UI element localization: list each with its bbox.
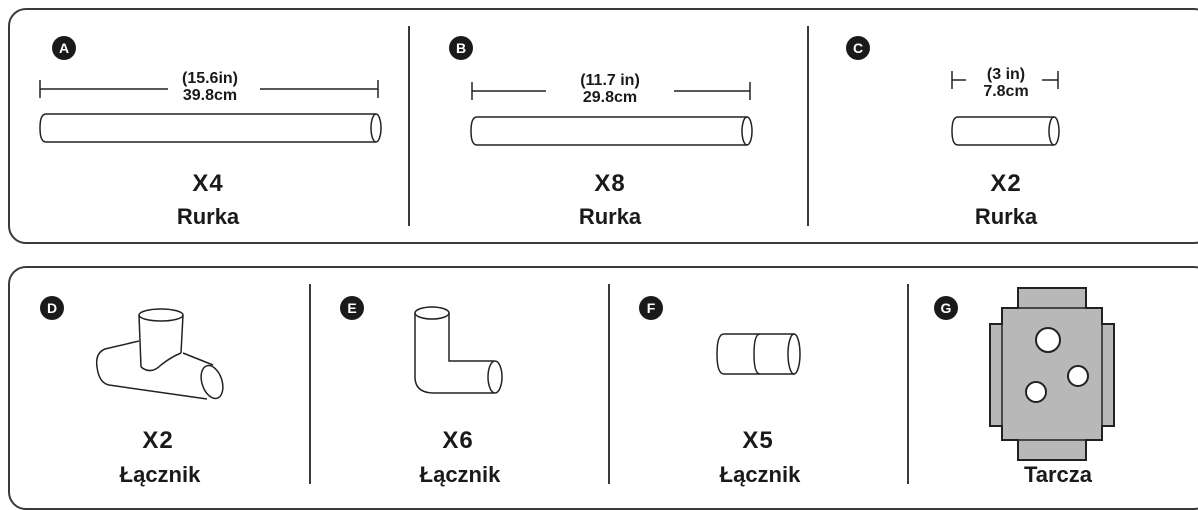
short-tube-icon <box>951 116 1060 146</box>
part-b-dimension: (11.7 in) 29.8cm <box>550 72 670 106</box>
divider <box>608 284 610 484</box>
part-f-badge: F <box>639 296 663 320</box>
dimension-line-icon <box>39 80 379 98</box>
tee-connector-icon <box>95 308 224 400</box>
dimension-inches: (15.6in) <box>181 70 238 87</box>
dimension-cm: 39.8cm <box>182 87 238 104</box>
divider <box>408 26 410 226</box>
part-e-name: Łącznik <box>419 462 501 487</box>
elbow-connector-icon <box>414 306 503 394</box>
part-a-name: Rurka <box>176 204 240 229</box>
tubes-panel <box>8 8 1198 244</box>
dimension-inches: (3 in) <box>986 66 1026 83</box>
dimension-inches: (11.7 in) <box>580 72 640 89</box>
medium-tube-icon <box>470 116 753 146</box>
part-b-badge: B <box>449 36 473 60</box>
dimension-line-icon <box>471 82 751 100</box>
part-d-quantity: X2 <box>142 427 174 454</box>
divider <box>309 284 311 484</box>
part-a-badge: A <box>52 36 76 60</box>
part-e-quantity: X6 <box>442 427 474 454</box>
part-a-quantity: X4 <box>192 170 224 197</box>
part-f-quantity: X5 <box>742 427 774 454</box>
part-g-name: Tarcza <box>1023 462 1093 487</box>
part-g-badge: G <box>934 296 958 320</box>
dimension-line-icon <box>951 71 1059 89</box>
part-a-dimension: (15.6in) 39.8cm <box>150 70 270 104</box>
divider <box>807 26 809 226</box>
part-e-badge: E <box>340 296 364 320</box>
plate-icon <box>989 287 1115 461</box>
dimension-cm: 7.8cm <box>983 83 1029 100</box>
part-f-name: Łącznik <box>719 462 801 487</box>
part-b-name: Rurka <box>578 204 642 229</box>
part-c-quantity: X2 <box>990 170 1022 197</box>
divider <box>907 284 909 484</box>
part-b-quantity: X8 <box>594 170 626 197</box>
part-d-badge: D <box>40 296 64 320</box>
part-c-dimension: (3 in) 7.8cm <box>966 66 1046 100</box>
long-tube-icon <box>39 113 382 143</box>
part-c-name: Rurka <box>974 204 1038 229</box>
part-d-name: Łącznik <box>119 462 201 487</box>
dimension-cm: 29.8cm <box>582 89 638 106</box>
coupling-connector-icon <box>716 333 801 375</box>
part-c-badge: C <box>846 36 870 60</box>
